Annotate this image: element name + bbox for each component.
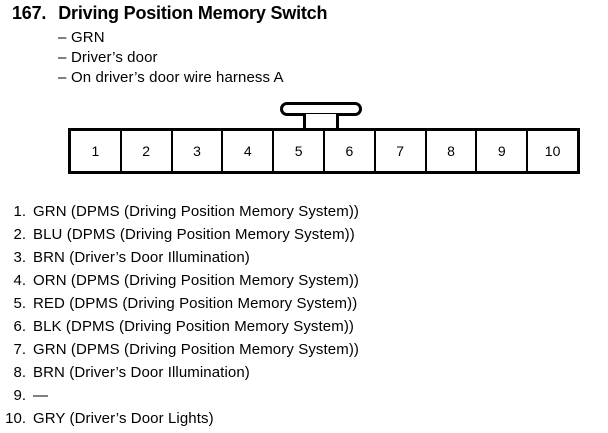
connector-pin-cell-2: 2 (121, 131, 173, 171)
pin-legend-item: 1. GRN (DPMS (Driving Position Memory Sys… (0, 203, 608, 226)
pin-legend-item: 2. BLU (DPMS (Driving Position Memory Sys… (0, 226, 608, 249)
pin-legend-number: 5. (13, 295, 26, 312)
bullet-label: On driver’s door wire harness A (71, 69, 284, 86)
pin-legend-item: 5. RED (DPMS (Driving Position Memory Sys… (0, 295, 608, 318)
pin-legend-description: GRN (DPMS (Driving Position Memory Syste… (33, 203, 360, 220)
pin-legend-description: GRY (Driver’s Door Lights) (33, 410, 214, 427)
connector-pin-cell-4: 4 (223, 131, 275, 171)
pin-legend-item: 10. GRY (Driver’s Door Lights) (0, 410, 608, 433)
bullet-dash-icon: – (58, 29, 67, 46)
connector-latch-tab-icon (280, 102, 374, 130)
descriptor-bullet-list: –GRN–Driver’s door–On driver’s door wire… (58, 29, 284, 89)
pin-legend-item: 8. BRN (Driver’s Door Illumination) (0, 364, 608, 387)
pin-legend-item: 6. BLK (DPMS (Driving Position Memory Sys… (0, 318, 608, 341)
page-title: Driving Position Memory Switch (58, 3, 328, 23)
pin-legend-number: 8. (13, 364, 26, 381)
descriptor-bullet-item: –GRN (58, 29, 284, 49)
page-header: 167. Driving Position Memory Switch (12, 3, 327, 24)
pin-legend-description: BLU (DPMS (Driving Position Memory Syste… (33, 226, 355, 243)
pin-legend-description: BRN (Driver’s Door Illumination) (33, 249, 250, 266)
bullet-label: Driver’s door (71, 49, 158, 66)
bullet-dash-icon: – (58, 69, 67, 86)
connector-pin-cell-10: 10 (528, 131, 577, 171)
bullet-dash-icon: – (58, 49, 67, 66)
pin-legend-description: BLK (DPMS (Driving Position Memory Syste… (33, 318, 355, 335)
pin-legend-item: 9. — (0, 387, 608, 410)
pin-legend-description: ORN (DPMS (Driving Position Memory Syste… (33, 272, 360, 289)
bullet-label: GRN (71, 29, 105, 46)
pin-legend-number: 2. (13, 226, 26, 243)
pin-legend-number: 4. (13, 272, 26, 289)
descriptor-bullet-item: –Driver’s door (58, 49, 284, 69)
pin-legend-item: 3. BRN (Driver’s Door Illumination) (0, 249, 608, 272)
connector-pin-cell-8: 8 (426, 131, 478, 171)
latch-neck-shape (303, 114, 339, 130)
pin-legend-item: 7. GRN (DPMS (Driving Position Memory Sys… (0, 341, 608, 364)
header-item-number: 167. (12, 3, 47, 23)
pin-legend-description: — (33, 387, 49, 404)
pin-legend-description: RED (DPMS (Driving Position Memory Syste… (33, 295, 358, 312)
connector-pin-cell-1: 1 (71, 131, 122, 171)
pin-legend-item: 4. ORN (DPMS (Driving Position Memory Sys… (0, 272, 608, 295)
connector-pin-cell-5: 5 (274, 131, 325, 171)
pin-legend-number: 6. (13, 318, 26, 335)
connector-pin-cell-6: 6 (324, 131, 376, 171)
pin-legend-number: 10. (5, 410, 26, 427)
pin-legend-description: GRN (DPMS (Driving Position Memory Syste… (33, 341, 360, 358)
connector-pin-cell-3: 3 (172, 131, 224, 171)
pin-legend-number: 3. (13, 249, 26, 266)
pin-legend-number: 1. (13, 203, 26, 220)
connector-pin-cell-7: 7 (375, 131, 427, 171)
pin-legend-number: 9. (13, 387, 26, 404)
pin-legend-description: BRN (Driver’s Door Illumination) (33, 364, 250, 381)
pin-legend-number: 7. (13, 341, 26, 358)
descriptor-bullet-item: –On driver’s door wire harness A (58, 69, 284, 89)
pin-legend-list: 1. GRN (DPMS (Driving Position Memory Sys… (0, 203, 608, 433)
connector-pin-cell-9: 9 (477, 131, 529, 171)
